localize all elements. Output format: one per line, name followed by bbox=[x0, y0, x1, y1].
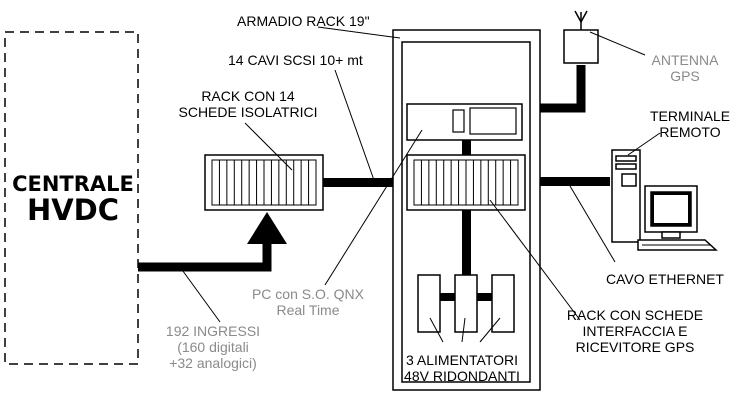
ethernet-cable bbox=[540, 177, 610, 186]
leader-lines bbox=[179, 26, 661, 343]
remote-terminal bbox=[611, 149, 718, 251]
inputs-label: 192 INGRESSI (160 digitali +32 analogici… bbox=[165, 323, 261, 371]
input-arrow bbox=[247, 212, 287, 244]
isolator-rack-label: RACK CON 14 SCHEDE ISOLATRICI bbox=[178, 88, 318, 120]
pc-connector bbox=[462, 140, 471, 155]
isolator-rack bbox=[204, 154, 324, 211]
gps-antenna bbox=[563, 10, 599, 64]
central-label-line1: CENTRALE bbox=[12, 172, 134, 196]
scsi-cable bbox=[323, 178, 393, 187]
interface-rack-label: RACK CON SCHEDE INTERFACCIA E RICEVITORE… bbox=[566, 307, 704, 355]
interface-rack bbox=[406, 154, 526, 211]
terminal-label: TERMINALE REMOTO bbox=[649, 108, 731, 140]
central-label-line2: HVDC bbox=[26, 193, 120, 227]
central-hvdc-box bbox=[4, 31, 139, 365]
pc-label: PC con S.O. QNX Real Time bbox=[251, 286, 365, 318]
rack-19-label: ARMADIO RACK 19" bbox=[237, 13, 370, 29]
antenna-label: ANTENNA GPS bbox=[651, 52, 719, 84]
pc-unit bbox=[406, 103, 523, 141]
antenna-cable bbox=[540, 65, 586, 113]
input-cable bbox=[138, 240, 272, 272]
power-supplies bbox=[417, 274, 515, 333]
scsi-cables-label: 14 CAVI SCSI 10+ mt bbox=[228, 52, 363, 68]
power-supplies-label: 3 ALIMENTATORI 48V RIDONDANTI bbox=[404, 352, 520, 384]
ethernet-label: CAVO ETHERNET bbox=[606, 271, 724, 287]
